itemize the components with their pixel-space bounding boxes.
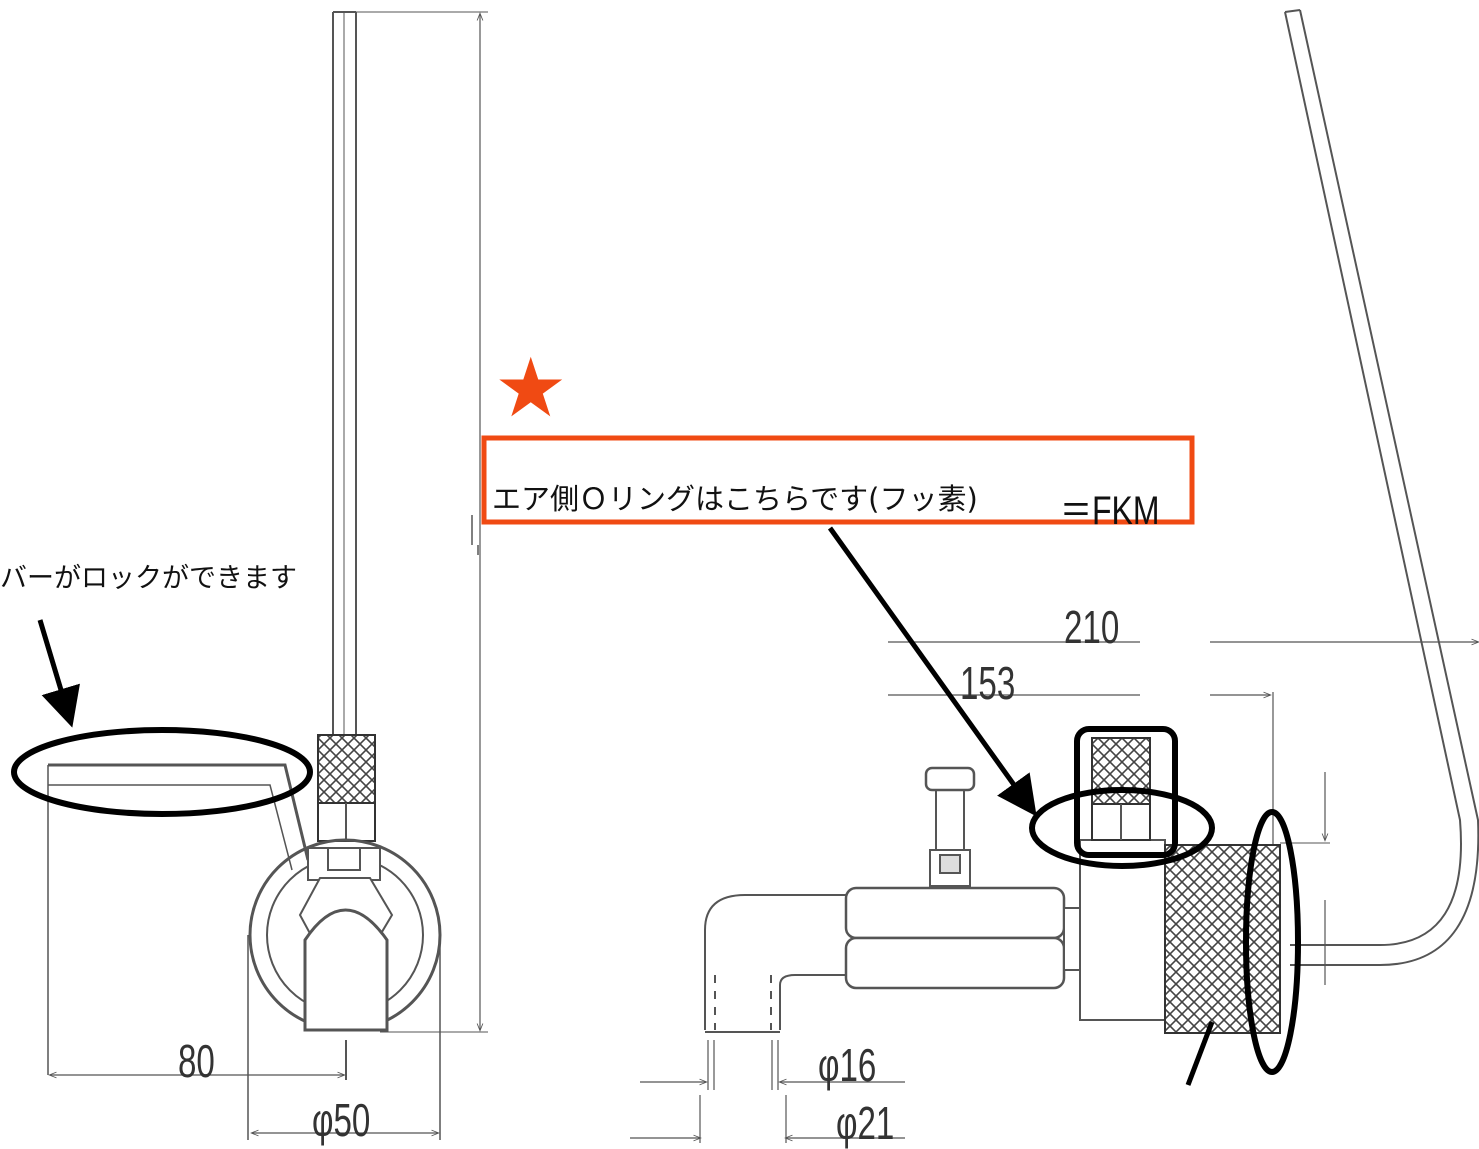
handle-ellipse-marker [1243, 809, 1301, 1075]
fkm-note: ＝FKM [1060, 489, 1160, 533]
oring-note: エア側Ｏリングはこちらです(フッ素) [492, 482, 978, 516]
dimension-phi50: φ50 [312, 1094, 371, 1146]
dimension-153: 153 [960, 657, 1016, 709]
lever-lock-note: バーがロックができます [0, 563, 297, 594]
markup-layer [11, 526, 1301, 1086]
dimension-phi21: φ21 [836, 1097, 895, 1149]
mask-block [1292, 990, 1332, 1100]
oring-ellipse-marker [1029, 787, 1215, 869]
dimension-80: 80 [178, 1035, 215, 1087]
oring-highlight-box [481, 435, 1195, 525]
left-view [47, 11, 488, 1140]
pointer-line [1185, 1021, 1215, 1086]
dimension-210: 210 [1064, 601, 1120, 653]
lever-arrow-icon [37, 619, 80, 728]
mask-block [1140, 600, 1210, 710]
oring-arrow-icon [827, 526, 1037, 817]
right-view [630, 9, 1479, 1143]
dimension-phi16: φ16 [818, 1039, 877, 1091]
star-icon: ★ [494, 341, 568, 436]
lever-ellipse-marker [11, 727, 313, 817]
